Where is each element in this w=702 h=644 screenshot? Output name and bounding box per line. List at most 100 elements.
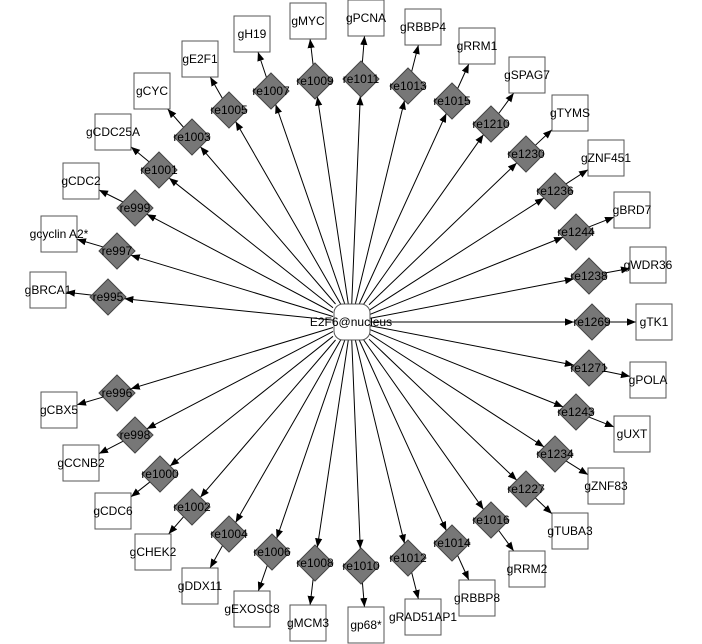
gene-node[interactable]: gCHEK2 bbox=[130, 533, 177, 571]
reaction-node[interactable]: re1009 bbox=[296, 62, 334, 100]
gene-node[interactable]: gCYC bbox=[133, 72, 171, 110]
gene-node[interactable]: gUXT bbox=[613, 415, 651, 453]
gene-node-box[interactable] bbox=[62, 162, 100, 200]
reaction-node[interactable]: re1227 bbox=[507, 470, 545, 508]
gene-node-box[interactable] bbox=[587, 467, 625, 505]
reaction-node[interactable]: re995 bbox=[89, 278, 127, 316]
gene-node-box[interactable] bbox=[94, 492, 132, 530]
gene-node-box[interactable] bbox=[458, 27, 496, 65]
gene-node-box[interactable] bbox=[613, 415, 651, 453]
reaction-node-diamond[interactable] bbox=[173, 488, 211, 526]
gene-node[interactable]: gSPAG7 bbox=[504, 56, 550, 94]
reaction-node[interactable]: re1238 bbox=[570, 257, 608, 295]
reaction-node-diamond[interactable] bbox=[389, 67, 427, 105]
gene-node-box[interactable] bbox=[635, 303, 673, 341]
reaction-node-diamond[interactable] bbox=[296, 544, 334, 582]
gene-node-box[interactable] bbox=[458, 579, 496, 617]
gene-node-box[interactable] bbox=[404, 8, 442, 46]
gene-node-box[interactable] bbox=[587, 139, 625, 177]
reaction-node[interactable]: re1015 bbox=[433, 82, 471, 120]
gene-node[interactable]: gRRM1 bbox=[457, 27, 498, 65]
gene-node[interactable]: gCDC25A bbox=[86, 113, 140, 151]
reaction-node-diamond[interactable] bbox=[342, 60, 380, 98]
gene-node-box[interactable] bbox=[233, 15, 271, 53]
reaction-node[interactable]: re1269 bbox=[573, 303, 611, 341]
reaction-node[interactable]: re1234 bbox=[536, 435, 574, 473]
gene-node[interactable]: gEXOSC8 bbox=[224, 590, 280, 628]
gene-node-box[interactable] bbox=[347, 606, 385, 644]
gene-node-box[interactable] bbox=[181, 40, 219, 78]
gene-node[interactable]: gcyclin A2* bbox=[30, 215, 89, 253]
reaction-node-diamond[interactable] bbox=[573, 303, 611, 341]
gene-node-box[interactable] bbox=[613, 191, 651, 229]
gene-node[interactable]: gBRCA1 bbox=[25, 271, 72, 309]
gene-node[interactable]: gZNF451 bbox=[581, 139, 631, 177]
reaction-node-diamond[interactable] bbox=[433, 82, 471, 120]
reaction-node-diamond[interactable] bbox=[253, 533, 291, 571]
gene-node[interactable]: gTUBA3 bbox=[547, 512, 593, 550]
gene-node[interactable]: gTK1 bbox=[635, 303, 673, 341]
gene-node-box[interactable] bbox=[233, 590, 271, 628]
reaction-node-diamond[interactable] bbox=[570, 349, 608, 387]
gene-node[interactable]: gp68* bbox=[347, 606, 385, 644]
gene-node-box[interactable] bbox=[62, 444, 100, 482]
reaction-node[interactable]: re996 bbox=[98, 374, 136, 412]
reaction-node[interactable]: re1003 bbox=[173, 118, 211, 156]
gene-node[interactable]: gRRM2 bbox=[507, 550, 548, 588]
gene-node-box[interactable] bbox=[133, 72, 171, 110]
reaction-node[interactable]: re1002 bbox=[173, 488, 211, 526]
gene-node[interactable]: gWDR36 bbox=[624, 246, 673, 284]
gene-node[interactable]: gRAD51AP1 bbox=[389, 598, 457, 636]
reaction-node-diamond[interactable] bbox=[173, 118, 211, 156]
gene-node-box[interactable] bbox=[508, 550, 546, 588]
gene-node-box[interactable] bbox=[289, 604, 327, 642]
reaction-node[interactable]: re1004 bbox=[210, 515, 248, 553]
reaction-node-diamond[interactable] bbox=[472, 105, 510, 143]
gene-node[interactable]: gCCNB2 bbox=[57, 444, 105, 482]
center-node[interactable]: E2F6@nucleus bbox=[310, 303, 392, 341]
gene-node[interactable]: gRBBP8 bbox=[454, 579, 500, 617]
reaction-node-diamond[interactable] bbox=[536, 172, 574, 210]
reaction-node-diamond[interactable] bbox=[141, 455, 179, 493]
reaction-node-diamond[interactable] bbox=[557, 213, 595, 251]
gene-node-box[interactable] bbox=[289, 2, 327, 40]
reaction-node-diamond[interactable] bbox=[472, 501, 510, 539]
reaction-node[interactable]: re1001 bbox=[140, 151, 178, 189]
reaction-node[interactable]: re1011 bbox=[342, 60, 380, 98]
center-node-shape[interactable] bbox=[333, 303, 371, 341]
gene-node-box[interactable] bbox=[29, 271, 67, 309]
reaction-node[interactable]: re1006 bbox=[253, 533, 291, 571]
gene-node[interactable]: gH19 bbox=[233, 15, 271, 53]
reaction-node[interactable]: re1243 bbox=[557, 393, 595, 431]
reaction-node-diamond[interactable] bbox=[507, 135, 545, 173]
gene-node-box[interactable] bbox=[629, 246, 667, 284]
gene-node[interactable]: gPOLA bbox=[629, 361, 668, 399]
reaction-node[interactable]: re1005 bbox=[210, 91, 248, 129]
reaction-node-diamond[interactable] bbox=[116, 416, 154, 454]
gene-node[interactable]: gMYC bbox=[289, 2, 327, 40]
reaction-node[interactable]: re1008 bbox=[296, 544, 334, 582]
gene-node[interactable]: gCDC6 bbox=[93, 492, 133, 530]
gene-node-box[interactable] bbox=[551, 512, 589, 550]
reaction-node-diamond[interactable] bbox=[210, 515, 248, 553]
gene-node[interactable]: gPCNA bbox=[346, 0, 386, 37]
reaction-node[interactable]: re1016 bbox=[472, 501, 510, 539]
gene-node[interactable]: gCBX5 bbox=[40, 391, 78, 429]
gene-node-box[interactable] bbox=[508, 56, 546, 94]
reaction-node-diamond[interactable] bbox=[342, 547, 380, 585]
gene-node-box[interactable] bbox=[347, 0, 385, 37]
reaction-node[interactable]: re1230 bbox=[507, 135, 545, 173]
gene-node[interactable]: gBRD7 bbox=[613, 191, 652, 229]
gene-node[interactable]: gCDC2 bbox=[61, 162, 101, 200]
gene-node-box[interactable] bbox=[181, 567, 219, 605]
reaction-node[interactable]: re1000 bbox=[141, 455, 179, 493]
reaction-node[interactable]: re1244 bbox=[557, 213, 595, 251]
reaction-node-diamond[interactable] bbox=[98, 374, 136, 412]
reaction-node[interactable]: re999 bbox=[116, 189, 154, 227]
gene-node[interactable]: gTYMS bbox=[550, 94, 590, 132]
gene-node-box[interactable] bbox=[40, 391, 78, 429]
reaction-node-diamond[interactable] bbox=[89, 278, 127, 316]
gene-node-box[interactable] bbox=[134, 533, 172, 571]
reaction-node-diamond[interactable] bbox=[116, 189, 154, 227]
gene-node-box[interactable] bbox=[94, 113, 132, 151]
